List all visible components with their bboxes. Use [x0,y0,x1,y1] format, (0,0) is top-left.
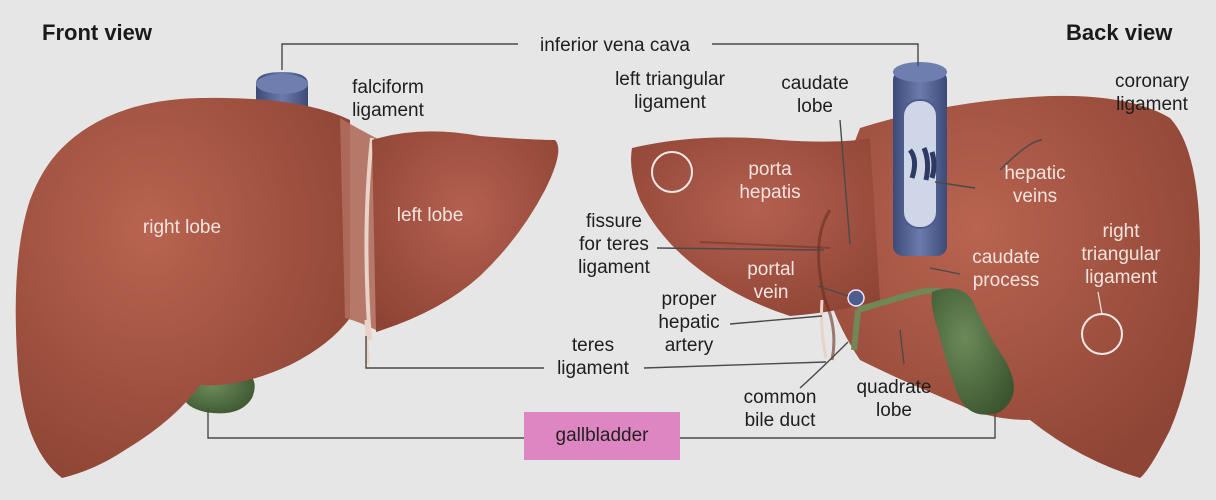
label-quadrate-lobe: quadrate lobe [846,376,942,422]
label-fissure-teres-ligament: fissure for teres ligament [566,210,662,279]
label-hepatic-veins: hepatic veins [980,162,1090,208]
left-lobe-shape [372,131,558,332]
portal-vein-dot [848,290,864,306]
label-porta-hepatis: porta hepatis [722,158,818,204]
label-falciform-ligament: falciform ligament [328,76,448,122]
back-view-title: Back view [1066,20,1172,46]
label-left-lobe: left lobe [370,204,490,227]
label-portal-vein: portal vein [728,258,814,304]
right-lobe-shape [16,98,350,478]
front-view-title: Front view [42,20,152,46]
label-right-lobe: right lobe [112,216,252,239]
label-right-triangular-ligament: right triangular ligament [1066,220,1176,289]
label-inferior-vena-cava: inferior vena cava [518,34,712,57]
label-teres-ligament: teres ligament [538,334,648,380]
label-coronary-ligament: coronary ligament [1090,70,1214,116]
label-gallbladder: gallbladder [524,424,680,447]
label-proper-hepatic-artery: proper hepatic artery [644,288,734,357]
front-view-liver [16,72,559,478]
label-caudate-lobe: caudate lobe [772,72,858,118]
label-common-bile-duct: common bile duct [720,386,840,432]
label-left-triangular-ligament: left triangular ligament [588,68,752,114]
label-caudate-process: caudate process [946,246,1066,292]
